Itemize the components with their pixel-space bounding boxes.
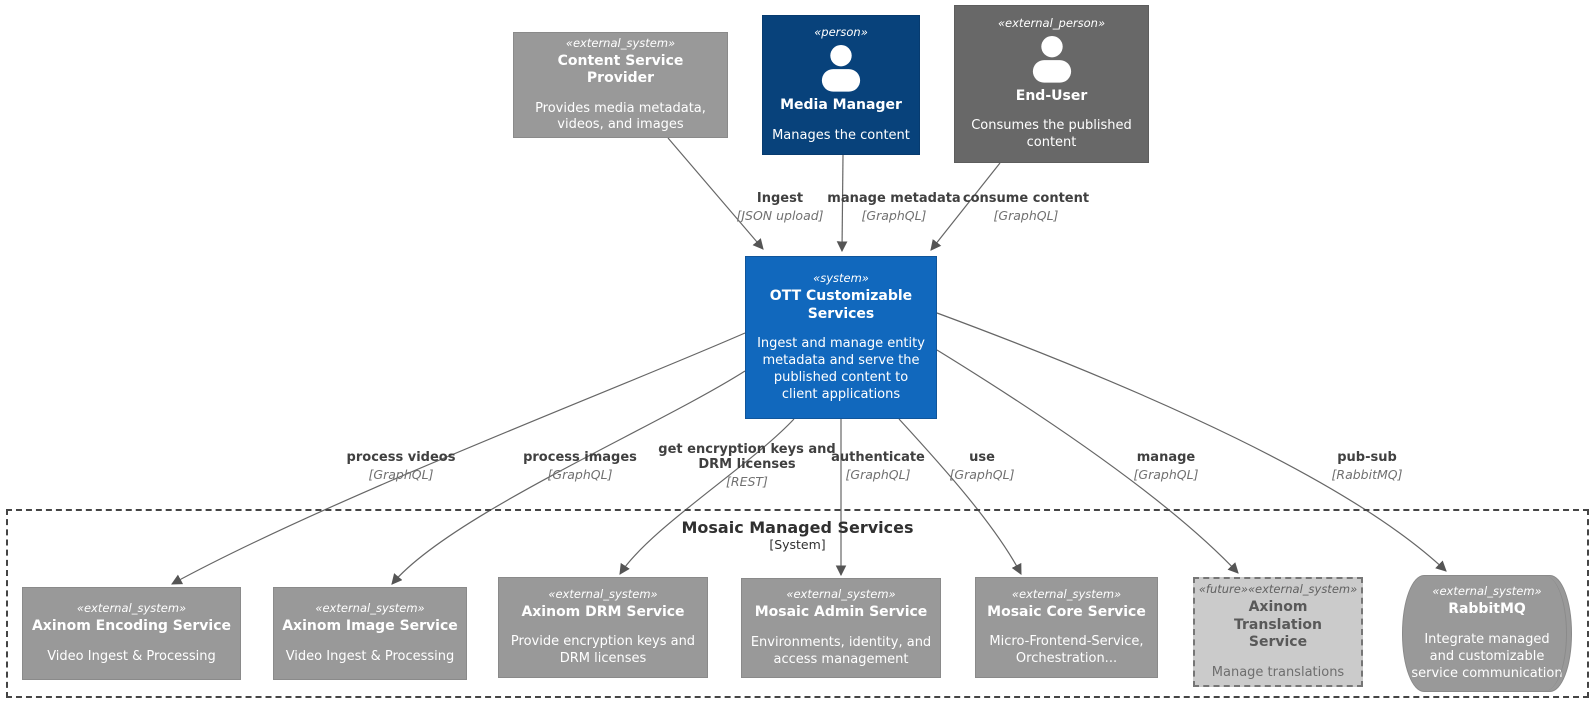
stereotype-label: «external_system» bbox=[76, 601, 187, 616]
edge-process-videos-line bbox=[171, 332, 746, 585]
edge-manage-line bbox=[936, 349, 1239, 574]
stereotype-label: «future»«external_system» bbox=[1198, 582, 1358, 597]
node-description: Consumes the published content bbox=[971, 118, 1132, 151]
edge-label-text: consume content bbox=[962, 191, 1090, 206]
edge-label-ingest: Ingest [JSON upload] bbox=[736, 191, 824, 224]
node-title: Mosaic Core Service bbox=[987, 603, 1146, 620]
edge-technology-text: [REST] bbox=[726, 473, 768, 489]
edge-technology-text: [GraphQL] bbox=[949, 466, 1015, 482]
edge-label-manage-metadata: manage metadata [GraphQL] bbox=[827, 191, 961, 224]
edge-technology-text: [GraphQL] bbox=[368, 466, 434, 482]
edge-process-images-line bbox=[391, 370, 746, 585]
node-title: Axinom Image Service bbox=[282, 618, 458, 635]
edge-label-text: get encryption keys and DRM licenses bbox=[658, 442, 836, 472]
node-description: Micro-Frontend-Service, Orchestration... bbox=[989, 634, 1144, 667]
node-axinom-translation-service: «future»«external_system» Axinom Transla… bbox=[1193, 577, 1363, 687]
edge-technology-text: [JSON upload] bbox=[736, 207, 824, 223]
node-description: Video Ingest & Processing bbox=[285, 648, 455, 664]
edge-use-line bbox=[898, 418, 1022, 575]
edge-label-text: manage metadata bbox=[827, 191, 961, 206]
node-title: Media Manager bbox=[780, 97, 902, 114]
edge-label-text: manage bbox=[1136, 450, 1196, 465]
stereotype-label: «person» bbox=[814, 25, 868, 40]
person-icon bbox=[1032, 35, 1071, 83]
edge-label-text: process videos bbox=[346, 450, 456, 465]
stereotype-label: «external_system» bbox=[786, 587, 896, 602]
stereotype-label: «external_system» bbox=[565, 35, 676, 50]
node-ott-customizable-services: «system» OTT Customizable Services Inges… bbox=[745, 256, 937, 419]
stereotype-label: «system» bbox=[813, 271, 869, 286]
edge-technology-text: [GraphQL] bbox=[861, 207, 927, 223]
node-description: Manage translations bbox=[1211, 664, 1345, 680]
edge-label-process-videos: process videos [GraphQL] bbox=[346, 450, 456, 483]
node-title: Axinom Encoding Service bbox=[31, 618, 232, 635]
boundary-mosaic-managed-services: Mosaic Managed Services [System] bbox=[6, 509, 1589, 698]
stereotype-label: «external_system» bbox=[1011, 586, 1122, 601]
node-description: Provide encryption keys and DRM licenses bbox=[510, 634, 696, 667]
node-description: Integrate managed and customizable servi… bbox=[1411, 631, 1563, 681]
edge-technology-text: [GraphQL] bbox=[1133, 466, 1199, 482]
stereotype-label: «external_person» bbox=[997, 15, 1106, 30]
node-title: Axinom DRM Service bbox=[521, 603, 685, 620]
edge-label-consume-content: consume content [GraphQL] bbox=[962, 191, 1090, 224]
stereotype-label: «external_system» bbox=[315, 601, 425, 616]
edge-label-text: Ingest bbox=[756, 191, 804, 206]
edge-consume-content-line bbox=[930, 162, 1001, 251]
edge-label-get-encryption-keys: get encryption keys and DRM licenses [RE… bbox=[655, 442, 839, 490]
edge-drm-keys-line bbox=[619, 418, 795, 575]
edge-pub-sub-line bbox=[936, 312, 1447, 572]
node-mosaic-core-service: «external_system» Mosaic Core Service Mi… bbox=[975, 577, 1158, 678]
edge-label-process-images: process images [GraphQL] bbox=[523, 450, 637, 483]
node-title: Mosaic Admin Service bbox=[754, 604, 928, 621]
edge-label-use: use [GraphQL] bbox=[949, 450, 1015, 483]
stereotype-label: «external_system» bbox=[1432, 584, 1542, 599]
node-axinom-image-service: «external_system» Axinom Image Service V… bbox=[273, 587, 467, 680]
node-description: Ingest and manage entity metadata and se… bbox=[757, 336, 925, 402]
edge-technology-text: [RabbitMQ] bbox=[1331, 466, 1403, 482]
node-end-user: «external_person» End-User Consumes the … bbox=[954, 5, 1149, 163]
node-description: Video Ingest & Processing bbox=[47, 648, 216, 664]
node-media-manager: «person» Media Manager Manages the conte… bbox=[762, 15, 920, 155]
edge-technology-text: [GraphQL] bbox=[993, 207, 1059, 223]
edge-label-text: use bbox=[969, 450, 995, 465]
boundary-title: Mosaic Managed Services bbox=[681, 518, 914, 537]
node-title: OTT Customizable Services bbox=[769, 288, 913, 322]
node-title: Content Service Provider bbox=[557, 52, 684, 87]
node-title: End-User bbox=[1015, 87, 1088, 104]
node-description: Environments, identity, and access manag… bbox=[750, 634, 932, 667]
edge-label-text: pub-sub bbox=[1337, 450, 1397, 465]
boundary-subtitle: [System] bbox=[769, 537, 826, 553]
node-rabbitmq-queue: «external_system» RabbitMQ Integrate man… bbox=[1402, 575, 1572, 692]
node-axinom-drm-service: «external_system» Axinom DRM Service Pro… bbox=[498, 577, 708, 678]
edge-label-manage: manage [GraphQL] bbox=[1133, 450, 1199, 483]
edge-label-authenticate: authenticate [GraphQL] bbox=[831, 450, 925, 483]
edge-manage-metadata-line bbox=[836, 154, 848, 253]
edge-ingest-line bbox=[667, 137, 764, 250]
node-title: RabbitMQ bbox=[1448, 601, 1526, 618]
edge-label-text: process images bbox=[523, 450, 637, 465]
node-mosaic-admin-service: «external_system» Mosaic Admin Service E… bbox=[741, 578, 941, 678]
edge-label-pub-sub: pub-sub [RabbitMQ] bbox=[1331, 450, 1403, 483]
node-content-service-provider: «external_system» Content Service Provid… bbox=[513, 32, 728, 138]
edge-technology-text: [GraphQL] bbox=[547, 466, 613, 482]
edge-technology-text: [GraphQL] bbox=[845, 466, 911, 482]
node-title: Axinom Translation Service bbox=[1234, 599, 1322, 651]
stereotype-label: «external_system» bbox=[548, 586, 658, 601]
node-axinom-encoding-service: «external_system» Axinom Encoding Servic… bbox=[22, 587, 241, 680]
node-description: Provides media metadata, videos, and ima… bbox=[535, 100, 706, 133]
person-icon bbox=[821, 45, 861, 92]
edge-label-text: authenticate bbox=[831, 450, 925, 465]
node-description: Manages the content bbox=[772, 127, 910, 143]
